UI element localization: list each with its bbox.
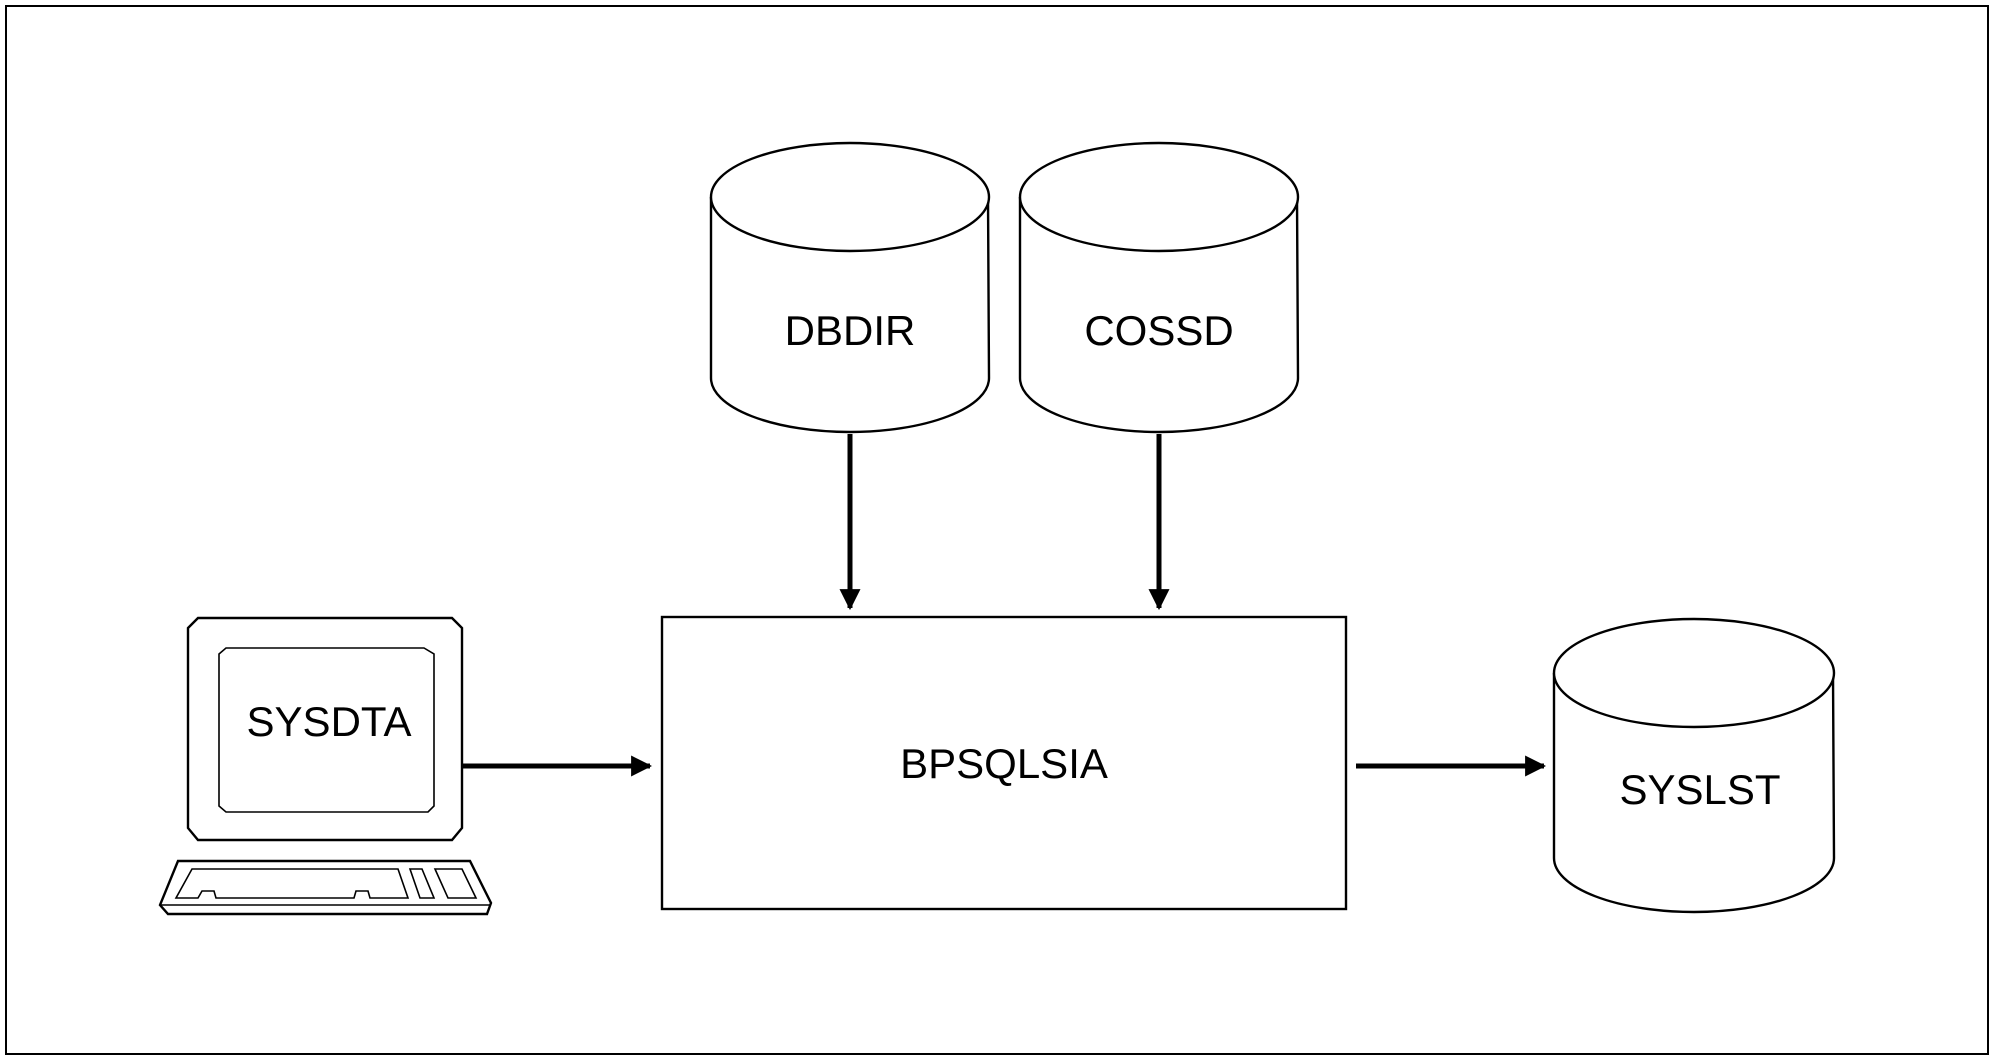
cossd-label: COSSD <box>1084 307 1233 354</box>
cossd-database-icon: COSSD <box>1018 141 1300 434</box>
sysdta-label: SYSDTA <box>247 698 412 745</box>
syslst-output-icon: SYSLST <box>1552 617 1836 914</box>
dbdir-label: DBDIR <box>785 307 916 354</box>
dbdir-database-icon: DBDIR <box>709 141 991 434</box>
keyboard-icon <box>158 859 493 916</box>
syslst-label: SYSLST <box>1619 766 1780 813</box>
program-box: BPSQLSIA <box>660 615 1348 911</box>
program-label: BPSQLSIA <box>900 740 1108 787</box>
terminal-computer-icon: SYSDTA <box>158 616 493 916</box>
